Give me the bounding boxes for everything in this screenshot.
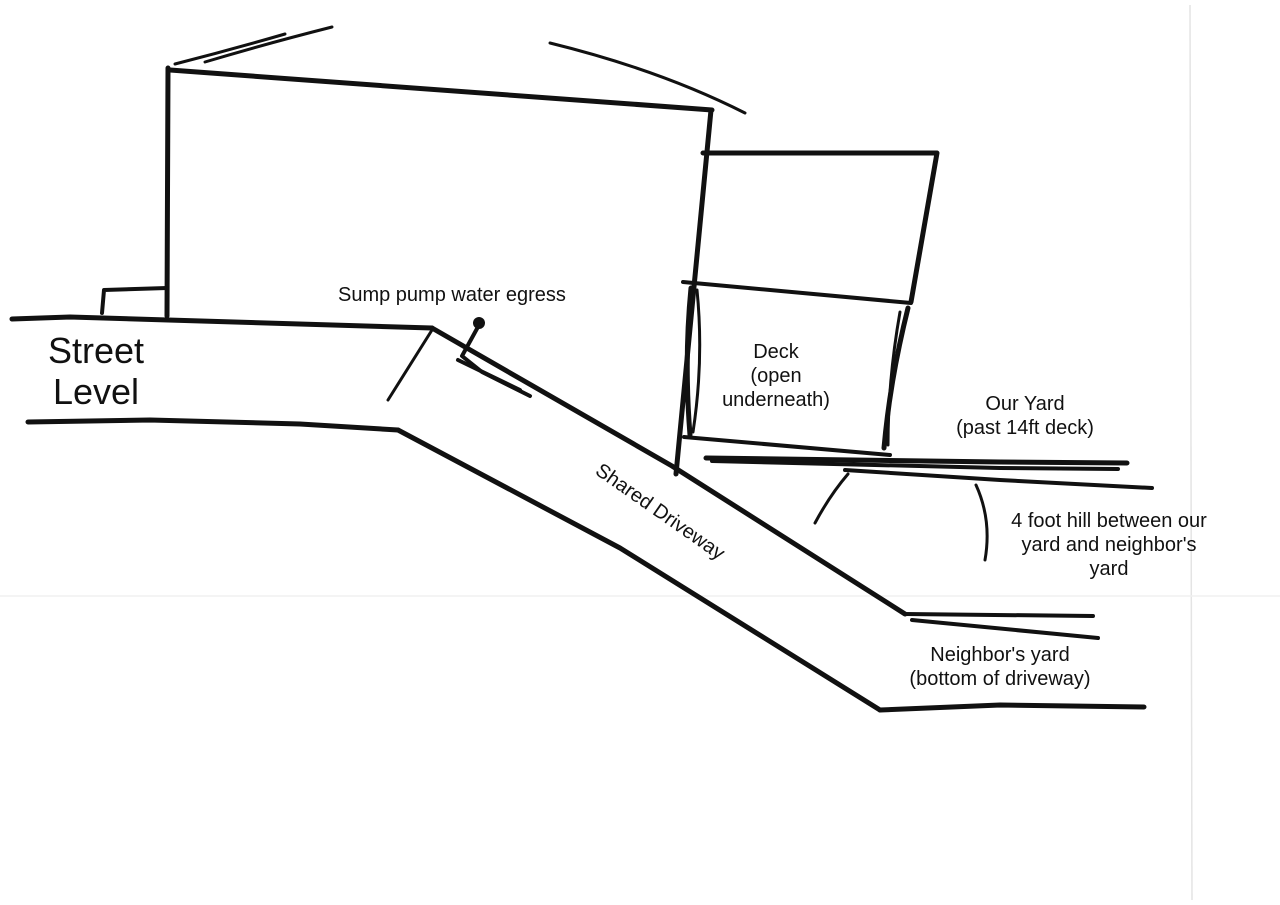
roof-stroke-left-2 (203, 25, 334, 64)
hill-bracket (974, 483, 989, 562)
deck-post-left-shade (691, 288, 702, 434)
roof-stroke-left-1 (173, 32, 287, 66)
yard-drop-mark (813, 472, 850, 525)
driveway-bottom-edge (395, 427, 883, 713)
sump-pump-outlet (473, 317, 485, 329)
hill-label: 4 foot hill between our yard and neighbo… (1011, 510, 1207, 580)
sump-pump-label: Sump pump water egress (338, 284, 566, 306)
deck-post-left (684, 285, 694, 438)
our-yard-line-2 (710, 459, 1120, 471)
deck-post-right (881, 305, 911, 451)
street-level-label: Street Level (47, 330, 145, 413)
deck-upper-box (700, 150, 940, 305)
roof-stroke-right (548, 41, 747, 115)
street-top-line (9, 314, 435, 331)
house-right-wall (673, 107, 714, 477)
front-step (100, 286, 169, 315)
street-bottom-line (25, 417, 401, 433)
our-yard-line-1 (703, 455, 1130, 466)
neighbors-yard-label: Neighbor's yard (bottom of driveway) (909, 644, 1091, 690)
driveway-top-edge (429, 325, 908, 617)
scan-edge-line (1189, 4, 1193, 901)
our-yard-line-3 (843, 468, 1154, 490)
our-yard-label: Our Yard (past 14ft deck) (956, 393, 1094, 439)
neighbor-yard-line-2 (910, 618, 1100, 640)
deck-post-right-shade (886, 310, 902, 447)
deck-floor-line (681, 280, 913, 305)
sump-pump-pipe (460, 323, 532, 398)
sump-pump-pipe-outline (456, 358, 522, 392)
neighbor-yard-bottom-line (877, 702, 1147, 713)
street-drop-mark (386, 328, 434, 402)
deck-label: Deck (open underneath) (722, 341, 830, 411)
house-top-wall (167, 67, 715, 113)
deck-ground-line (682, 435, 892, 457)
house-left-wall (164, 65, 171, 319)
neighbor-yard-line-1 (903, 612, 1095, 618)
